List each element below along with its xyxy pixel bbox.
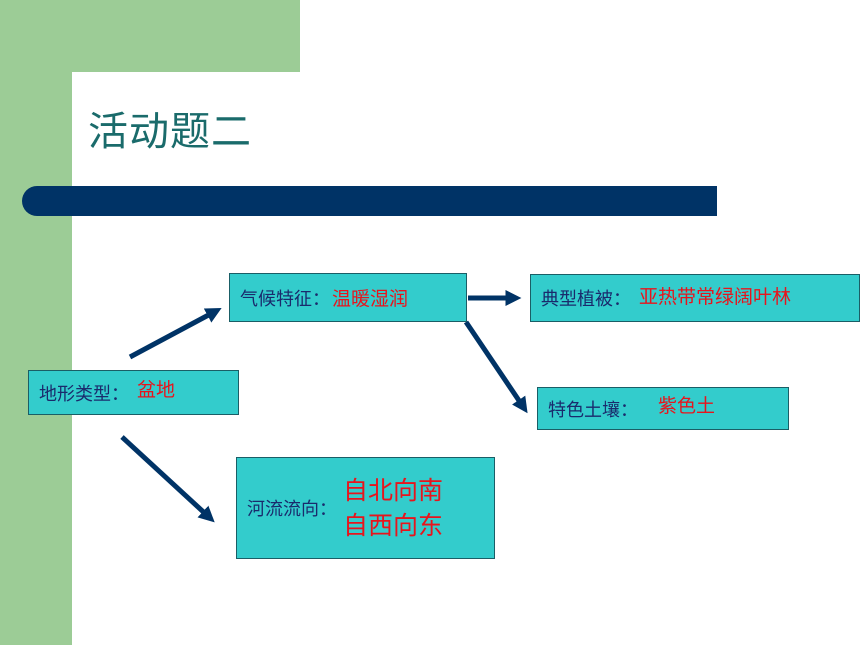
title-underline-bar xyxy=(22,186,717,216)
node-river-value-2: 自西向东 xyxy=(343,511,444,540)
node-soil: 特色土壤： 紫色土 xyxy=(537,387,789,430)
node-climate-value: 温暖湿润 xyxy=(332,288,409,310)
node-river-label: 河流流向： xyxy=(247,499,337,520)
node-vegetation-label: 典型植被： xyxy=(541,289,631,310)
arrow-terrain-to-climate xyxy=(128,307,222,360)
decor-white-corner xyxy=(72,72,192,192)
node-terrain-value: 盆地 xyxy=(137,379,176,401)
slide-title: 活动题二 xyxy=(88,109,252,155)
arrow-terrain-to-river xyxy=(120,435,215,523)
arrow-climate-to-soil xyxy=(463,320,528,414)
node-vegetation-value: 亚热带常绿阔叶林 xyxy=(639,285,792,308)
node-river-values: 自北向南 自西向东 xyxy=(343,473,443,543)
node-soil-value: 紫色土 xyxy=(658,395,716,417)
node-river: 河流流向： 自北向南 自西向东 xyxy=(236,457,495,559)
node-climate: 气候特征： 温暖湿润 xyxy=(229,273,467,322)
node-terrain: 地形类型： 盆地 xyxy=(28,370,239,415)
decor-green-left xyxy=(0,0,72,645)
node-climate-label: 气候特征： xyxy=(240,288,330,310)
node-river-value-1: 自北向南 xyxy=(343,476,444,505)
node-terrain-label: 地形类型： xyxy=(39,383,129,405)
node-soil-label: 特色土壤： xyxy=(548,399,638,421)
node-vegetation: 典型植被： 亚热带常绿阔叶林 xyxy=(530,274,860,322)
